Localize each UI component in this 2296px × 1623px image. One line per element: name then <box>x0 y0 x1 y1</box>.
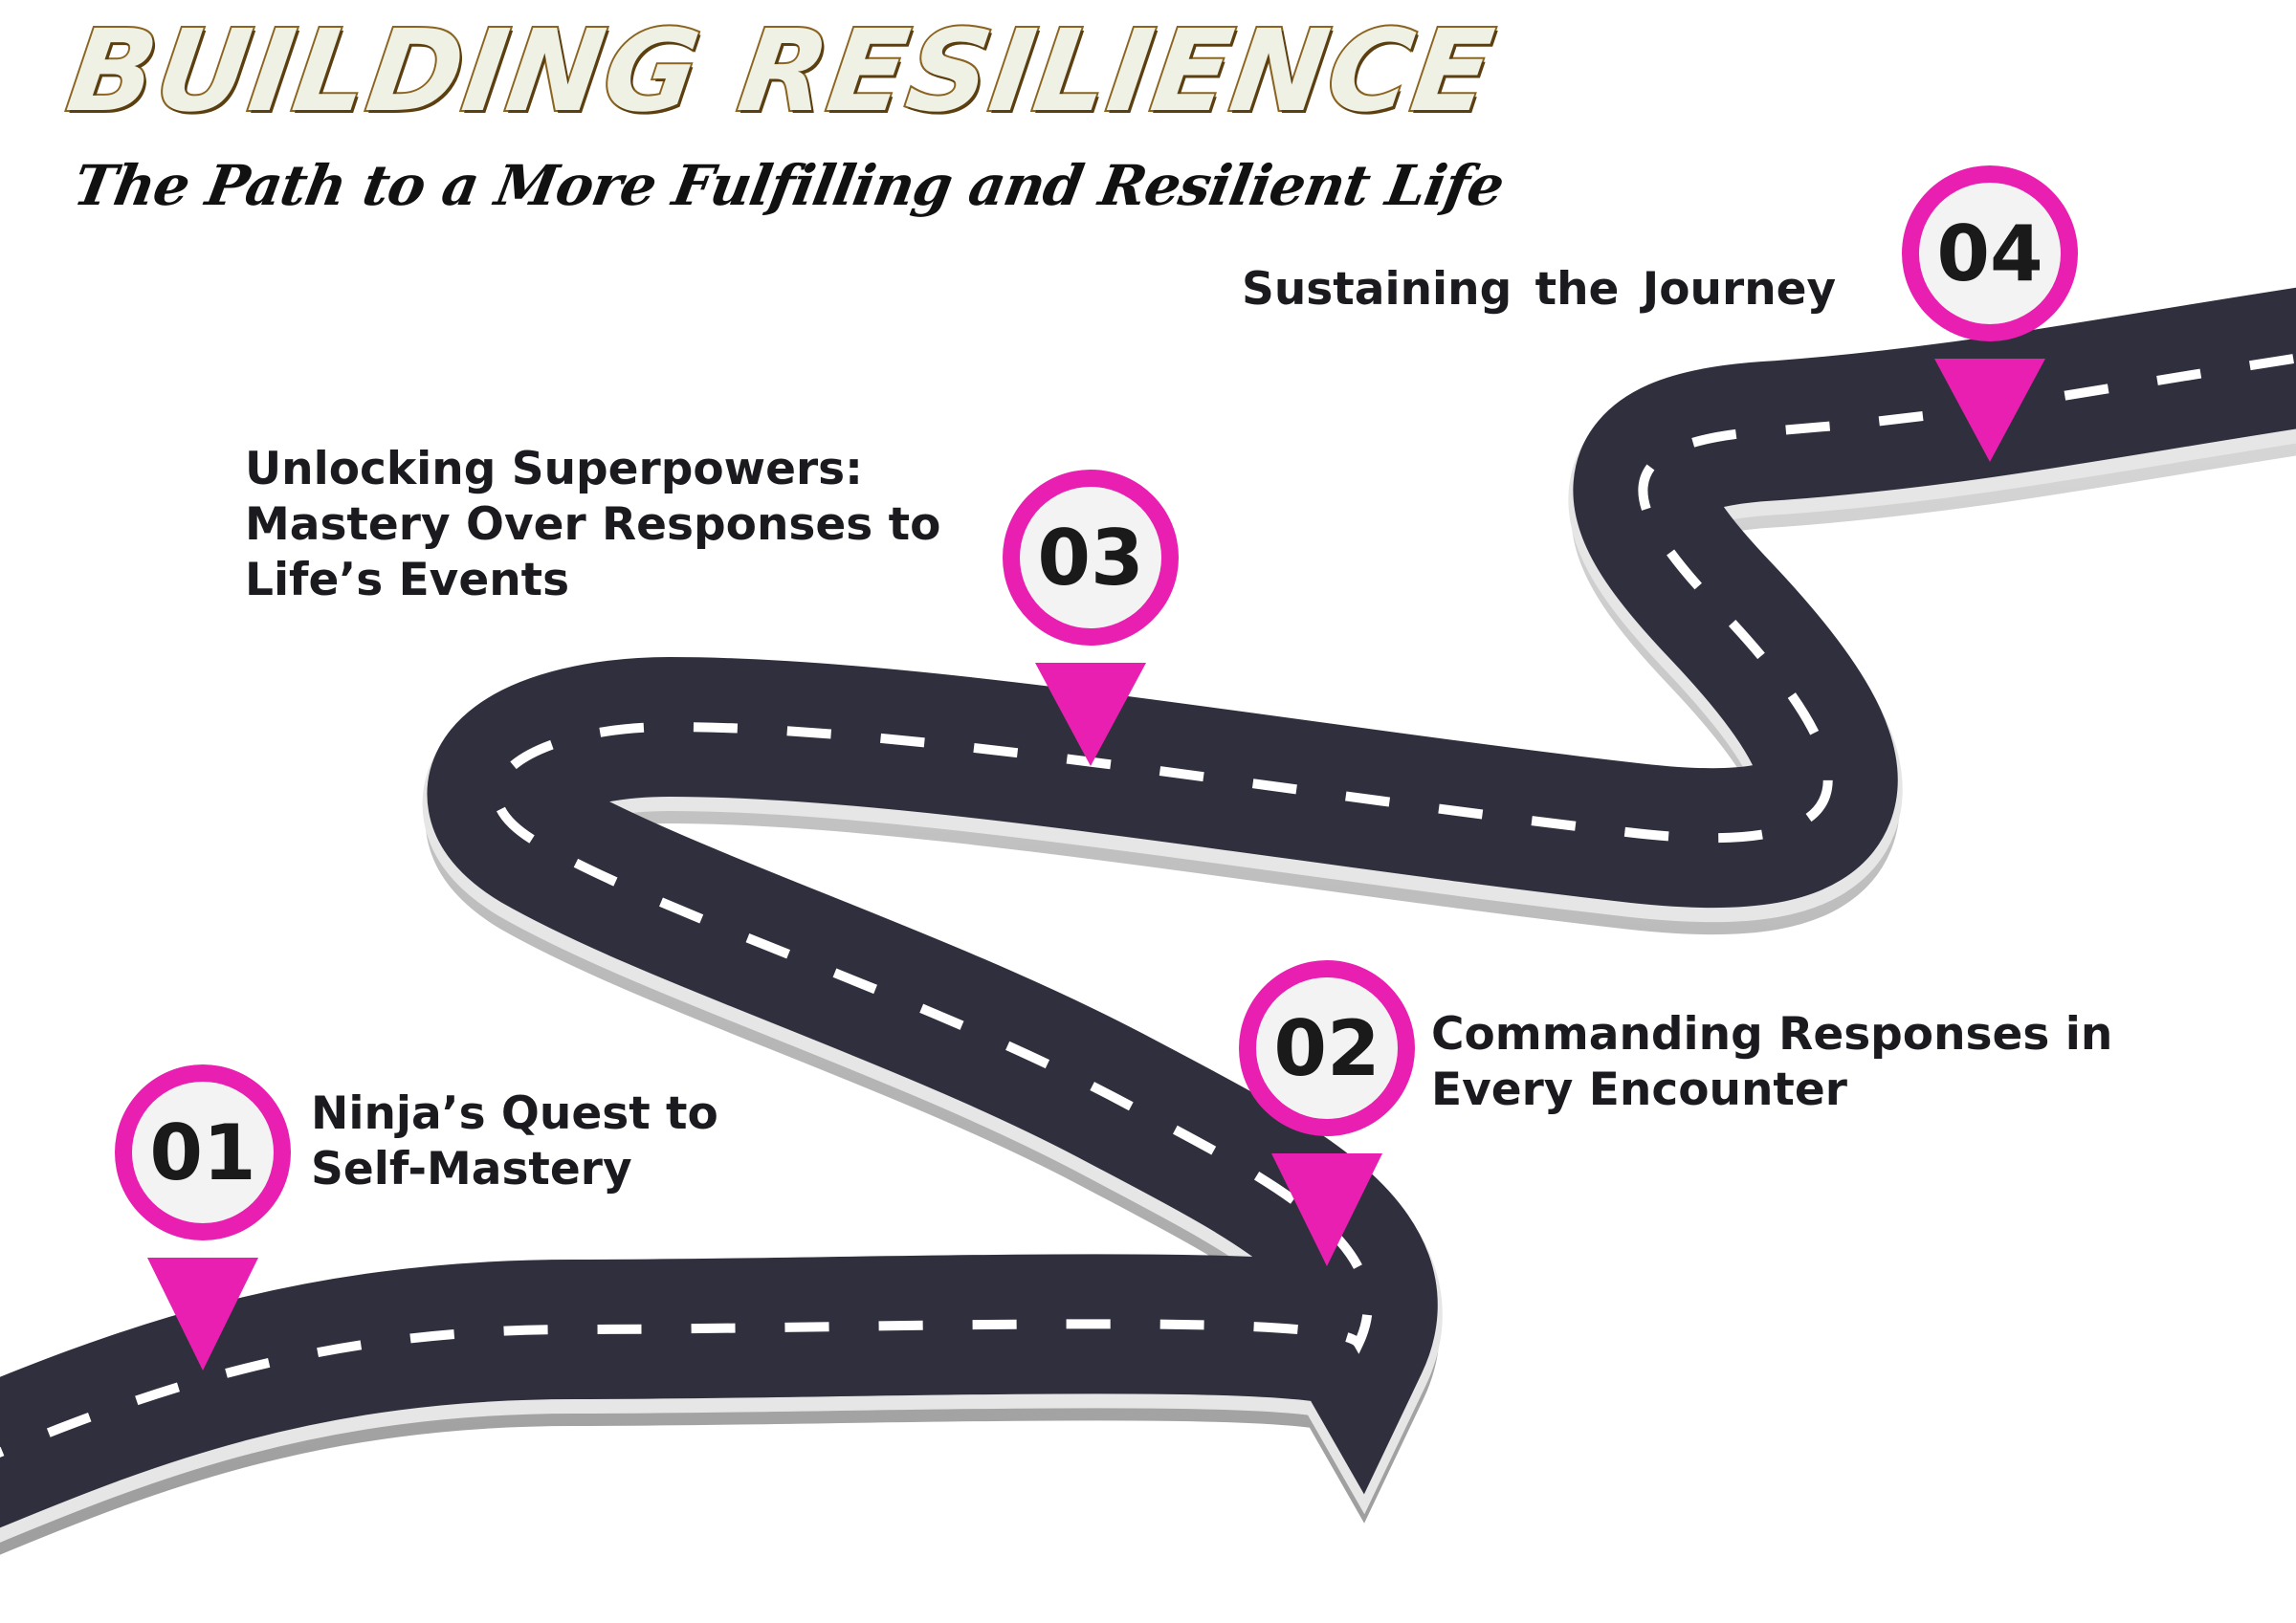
location-pin-03: 03 <box>1003 470 1179 766</box>
step-02-label: Commanding Responses in Every Encounter <box>1431 1008 2113 1116</box>
pin-04-marker-shape <box>1934 359 2045 462</box>
pin-03-number: 03 <box>1037 514 1143 603</box>
location-pin-02: 02 <box>1239 960 1415 1266</box>
main-title: BUILDING RESILIENCE <box>58 3 1504 139</box>
pin-04-inner-disc <box>1919 183 2061 324</box>
pin-02-marker-shape <box>1271 1153 1382 1266</box>
step-01-label: Ninja’s Quest to Self-Mastery <box>311 1087 718 1195</box>
pin-03-inner-disc <box>1020 487 1161 628</box>
pin-04-number: 04 <box>1936 209 2042 298</box>
location-pin-01: 01 <box>115 1064 291 1371</box>
road-lane-dashes <box>0 353 2296 1458</box>
pin-01-marker-shape <box>147 1258 258 1371</box>
step-04-label: Sustaining the Journey <box>1242 263 1837 316</box>
location-pin-04: 04 <box>1902 165 2078 462</box>
step-03-label: Unlocking Superpowers: Mastery Over Resp… <box>245 443 941 606</box>
pin-01-number: 01 <box>149 1108 255 1197</box>
pin-02-inner-disc <box>1256 977 1398 1119</box>
pin-02-number: 02 <box>1273 1004 1380 1093</box>
pin-01-inner-disc <box>132 1082 274 1223</box>
pin-03-marker-shape <box>1035 663 1146 766</box>
subtitle: The Path to a More Fulfilling and Resili… <box>69 153 1509 218</box>
